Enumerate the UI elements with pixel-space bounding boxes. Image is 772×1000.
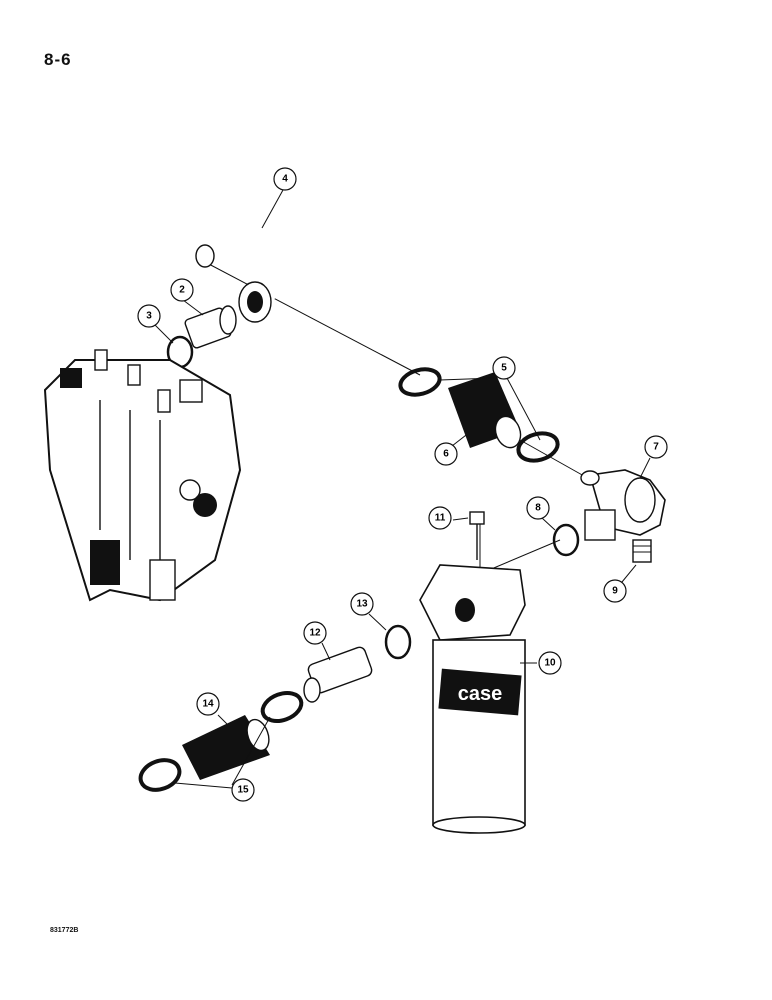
filter-assembly-part: case: [419, 564, 526, 834]
callout-8: 8: [526, 496, 550, 520]
lower-hose-part: [182, 715, 270, 780]
svg-text:10: 10: [544, 658, 556, 669]
bolt-part: [469, 511, 485, 560]
filter-brand-text: case: [458, 683, 503, 705]
lower-hose-clamps-part: [138, 690, 304, 792]
svg-text:14: 14: [202, 699, 214, 710]
callout-7: 7: [644, 435, 668, 459]
callout-11: 11: [428, 506, 452, 530]
page-number: 8-6: [44, 50, 72, 69]
svg-text:2: 2: [179, 285, 185, 296]
svg-text:5: 5: [501, 363, 507, 374]
svg-text:7: 7: [653, 442, 659, 453]
svg-text:11: 11: [435, 513, 446, 524]
svg-text:8: 8: [535, 503, 541, 514]
svg-text:12: 12: [309, 628, 321, 639]
callout-15: 15: [231, 778, 255, 802]
adapter-fitting-part: [184, 305, 237, 349]
connector-part: [303, 646, 373, 703]
callout-3: 3: [137, 304, 161, 328]
return-tube-part: [120, 161, 305, 323]
upper-hose-part: [448, 372, 522, 449]
callout-12: 12: [303, 621, 327, 645]
callout-4: 4: [273, 167, 297, 191]
svg-text:4: 4: [282, 174, 288, 185]
svg-text:13: 13: [356, 599, 368, 610]
svg-text:15: 15: [237, 785, 249, 796]
filter-o-ring-part: [384, 624, 412, 660]
svg-text:6: 6: [443, 449, 449, 460]
svg-text:9: 9: [612, 586, 618, 597]
drawing-code: 831772B: [50, 927, 79, 934]
callout-6: 6: [434, 442, 458, 466]
upper-hose-clamps-part: [398, 367, 560, 463]
callout-5: 5: [492, 356, 516, 380]
callout-10: 10: [538, 651, 562, 675]
control-valve-body: [43, 349, 242, 602]
svg-text:3: 3: [146, 311, 152, 322]
callout-14: 14: [196, 692, 220, 716]
elbow-o-ring-part: [552, 523, 580, 557]
elbow-fitting-part: [580, 469, 666, 541]
callout-13: 13: [350, 592, 374, 616]
callout-2: 2: [170, 278, 194, 302]
callout-leaders: [154, 189, 651, 789]
callout-9: 9: [603, 579, 627, 603]
plug-part: [632, 539, 652, 563]
